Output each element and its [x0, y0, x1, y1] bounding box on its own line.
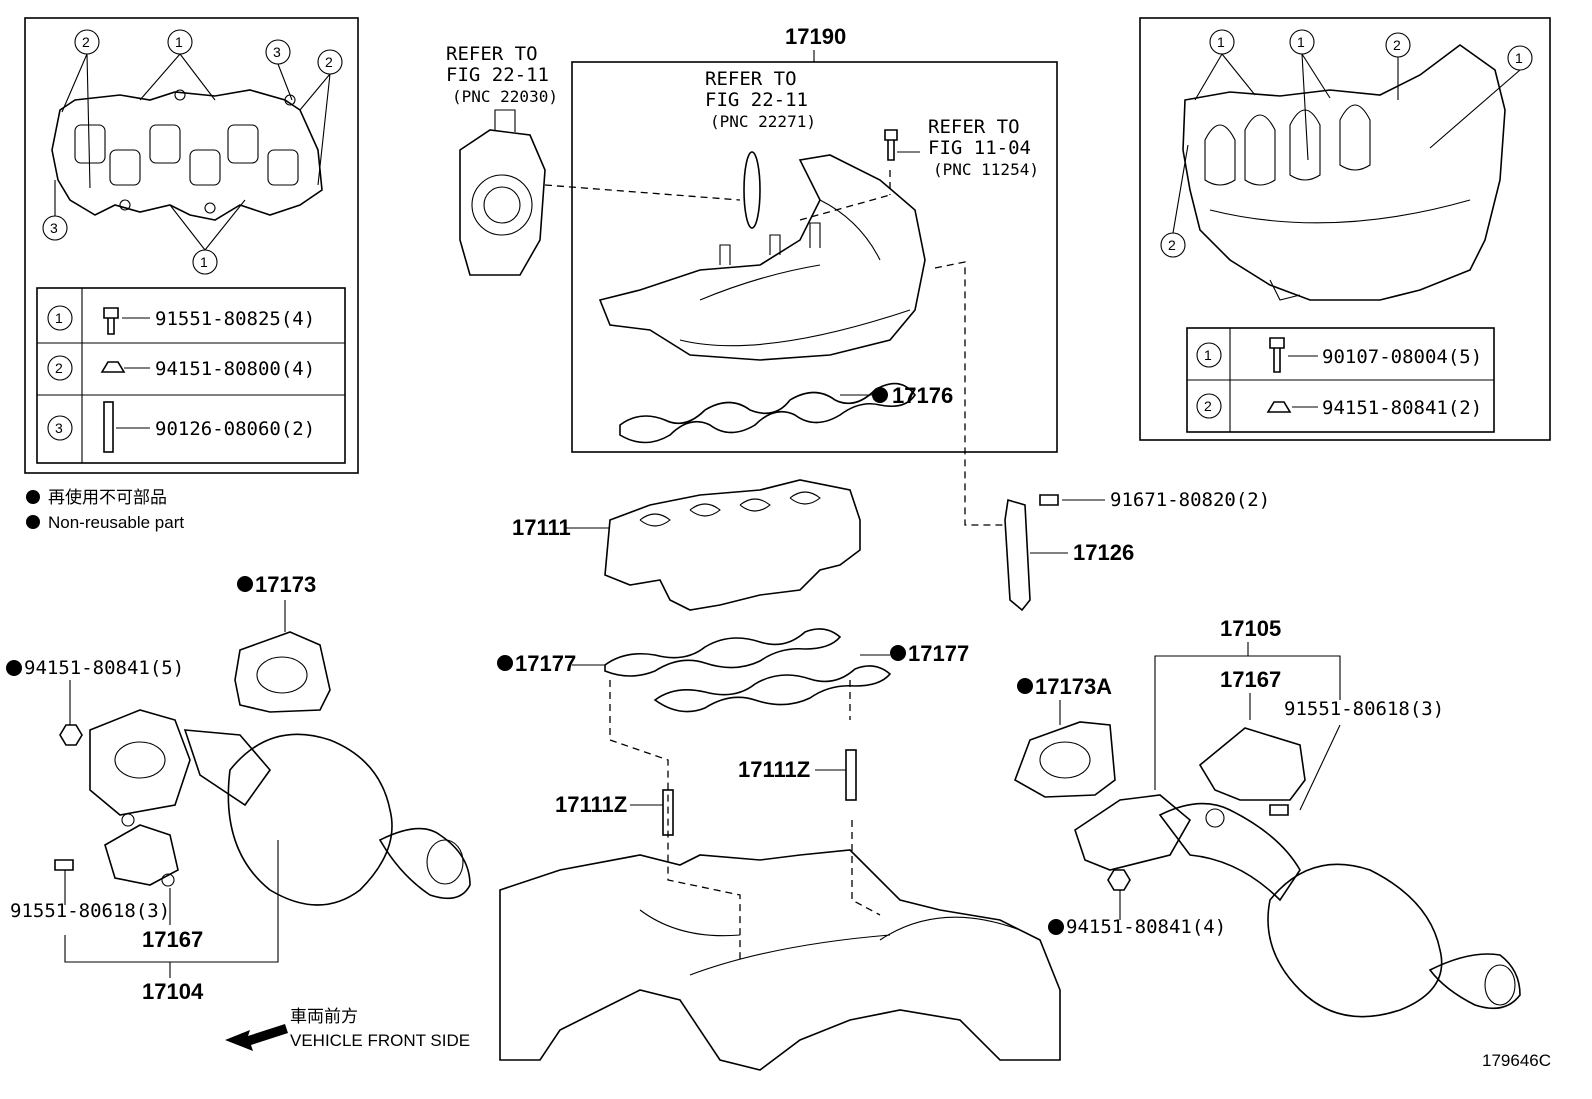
pnc-17105: 17105 — [1220, 616, 1281, 641]
svg-text:94151-80841(5): 94151-80841(5) — [24, 657, 184, 679]
engine-block — [499, 849, 1061, 1071]
svg-text:3: 3 — [50, 220, 58, 236]
nut-icon — [59, 724, 83, 746]
pnc-17167-right: 17167 — [1220, 667, 1281, 692]
pnc-17176: 17176 — [892, 383, 953, 408]
table-row: 1 90107-08004(5) — [1196, 337, 1482, 373]
pnc-17177-right: 17177 — [908, 641, 969, 666]
svg-text:REFER TO: REFER TO — [446, 43, 538, 65]
refer-22271: REFER TO FIG 22-11 (PNC 22271) — [705, 68, 816, 131]
callout-1: 1 — [1507, 45, 1533, 71]
left-inset: 2 1 3 2 3 1 1 91551-80825(4) 2 94151-808… — [24, 17, 359, 474]
pnc-17104: 17104 — [142, 979, 204, 1004]
table-row: 1 91551-80825(4) — [47, 305, 315, 335]
svg-text:2: 2 — [325, 54, 333, 70]
vehicle-front-indicator: 車両前方 VEHICLE FRONT SIDE — [225, 1007, 470, 1051]
callout-1: 1 — [1209, 29, 1235, 55]
svg-text:91551-80618(3): 91551-80618(3) — [10, 900, 170, 922]
nut-icon — [100, 361, 126, 373]
svg-text:2: 2 — [55, 360, 63, 376]
pnc-17173a: 17173A — [1035, 674, 1112, 699]
svg-text:REFER TO: REFER TO — [928, 116, 1020, 138]
svg-text:2: 2 — [1204, 398, 1212, 414]
svg-text:(PNC 22271): (PNC 22271) — [710, 112, 816, 131]
exhaust-manifold-right: 17105 17167 91551-80618(3) 17173A 94151-… — [1014, 616, 1521, 1018]
svg-text:1: 1 — [1297, 34, 1305, 50]
callout-3: 3 — [42, 215, 68, 241]
bolt-icon — [1269, 337, 1285, 373]
bolt-icon — [884, 129, 898, 161]
svg-text:Non-reusable part: Non-reusable part — [48, 513, 184, 532]
svg-text:FIG 22-11: FIG 22-11 — [705, 89, 808, 111]
bolt-icon — [1269, 804, 1289, 816]
pnc-17167-left: 17167 — [142, 927, 203, 952]
svg-text:(PNC 11254): (PNC 11254) — [933, 160, 1039, 179]
pnc-17126: 17126 — [1073, 540, 1134, 565]
callout-1: 1 — [1289, 29, 1315, 55]
callout-3: 3 — [265, 39, 291, 65]
figure-id: 179646C — [1482, 1051, 1551, 1070]
stud-icon — [103, 401, 114, 453]
callout-2: 2 — [1385, 32, 1411, 58]
pnc-17111z-left: 17111Z — [555, 792, 627, 817]
bracket-17126: 91671-80820(2) 17126 — [1004, 489, 1270, 612]
callout-2: 2 — [317, 49, 343, 75]
svg-text:2: 2 — [82, 34, 90, 50]
gasket-17177: 17177 17177 — [497, 628, 969, 713]
svg-text:94151-80841(4): 94151-80841(4) — [1066, 916, 1226, 938]
svg-text:1: 1 — [1515, 50, 1523, 66]
right-inset: 1 1 2 1 2 1 90107-08004(5) 2 94151-80841… — [1139, 17, 1551, 441]
throttle-body — [459, 109, 741, 276]
svg-text:FIG 22-11: FIG 22-11 — [446, 64, 549, 86]
svg-text:1: 1 — [1204, 347, 1212, 363]
nut-icon — [1107, 869, 1131, 891]
table-row: 3 90126-08060(2) — [47, 401, 315, 453]
nut-icon — [1266, 401, 1292, 413]
pnc-17111z-right: 17111Z — [738, 757, 810, 782]
arrow-left-icon — [225, 1024, 288, 1051]
svg-text:91551-80618(3): 91551-80618(3) — [1284, 698, 1444, 720]
svg-text:94151-80800(4): 94151-80800(4) — [155, 358, 315, 380]
svg-text:FIG 11-04: FIG 11-04 — [928, 137, 1031, 159]
legend: 再使用不可部品 Non-reusable part — [26, 487, 184, 532]
svg-text:90126-08060(2): 90126-08060(2) — [155, 418, 315, 440]
svg-text:2: 2 — [1168, 237, 1176, 253]
svg-text:車両前方: 車両前方 — [290, 1007, 358, 1026]
exhaust-manifold-left: 17173 94151-80841(5) 91551-80618(3) 1716… — [6, 572, 471, 1004]
stud-17111z: 17111Z 17111Z — [555, 749, 857, 836]
svg-text:90107-08004(5): 90107-08004(5) — [1322, 346, 1482, 368]
svg-text:VEHICLE FRONT SIDE: VEHICLE FRONT SIDE — [290, 1031, 470, 1050]
pnc-17190: 17190 — [785, 24, 846, 49]
svg-text:1: 1 — [200, 254, 208, 270]
bolt-icon — [54, 859, 74, 871]
svg-text:91671-80820(2): 91671-80820(2) — [1110, 489, 1270, 511]
pnc-17111: 17111 — [512, 515, 571, 540]
bolt-icon — [1039, 494, 1059, 506]
pnc-17177-left: 17177 — [515, 651, 576, 676]
callout-2: 2 — [1160, 232, 1186, 258]
callout-2: 2 — [74, 29, 100, 55]
svg-text:91551-80825(4): 91551-80825(4) — [155, 308, 315, 330]
svg-text:1: 1 — [175, 34, 183, 50]
callout-1: 1 — [192, 249, 218, 275]
refer-22030: REFER TO FIG 22-11 (PNC 22030) — [446, 43, 558, 106]
svg-text:3: 3 — [273, 44, 281, 60]
svg-text:REFER TO: REFER TO — [705, 68, 797, 90]
table-row: 2 94151-80841(2) — [1196, 393, 1482, 419]
svg-text:3: 3 — [55, 420, 63, 436]
svg-text:(PNC 22030): (PNC 22030) — [452, 87, 558, 106]
refer-11254: REFER TO FIG 11-04 (PNC 11254) — [928, 116, 1039, 179]
pnc-17173: 17173 — [255, 572, 316, 597]
svg-text:再使用不可部品: 再使用不可部品 — [48, 487, 167, 507]
lower-manifold-17111: 17111 — [512, 479, 861, 611]
svg-text:2: 2 — [1393, 37, 1401, 53]
table-row: 2 94151-80800(4) — [47, 355, 315, 381]
svg-text:94151-80841(2): 94151-80841(2) — [1322, 397, 1482, 419]
intake-manifold-group: 17190 17176 — [571, 24, 1058, 453]
svg-text:1: 1 — [1217, 34, 1225, 50]
callout-1: 1 — [167, 29, 193, 55]
bolt-icon — [103, 307, 119, 335]
svg-text:1: 1 — [55, 310, 63, 326]
